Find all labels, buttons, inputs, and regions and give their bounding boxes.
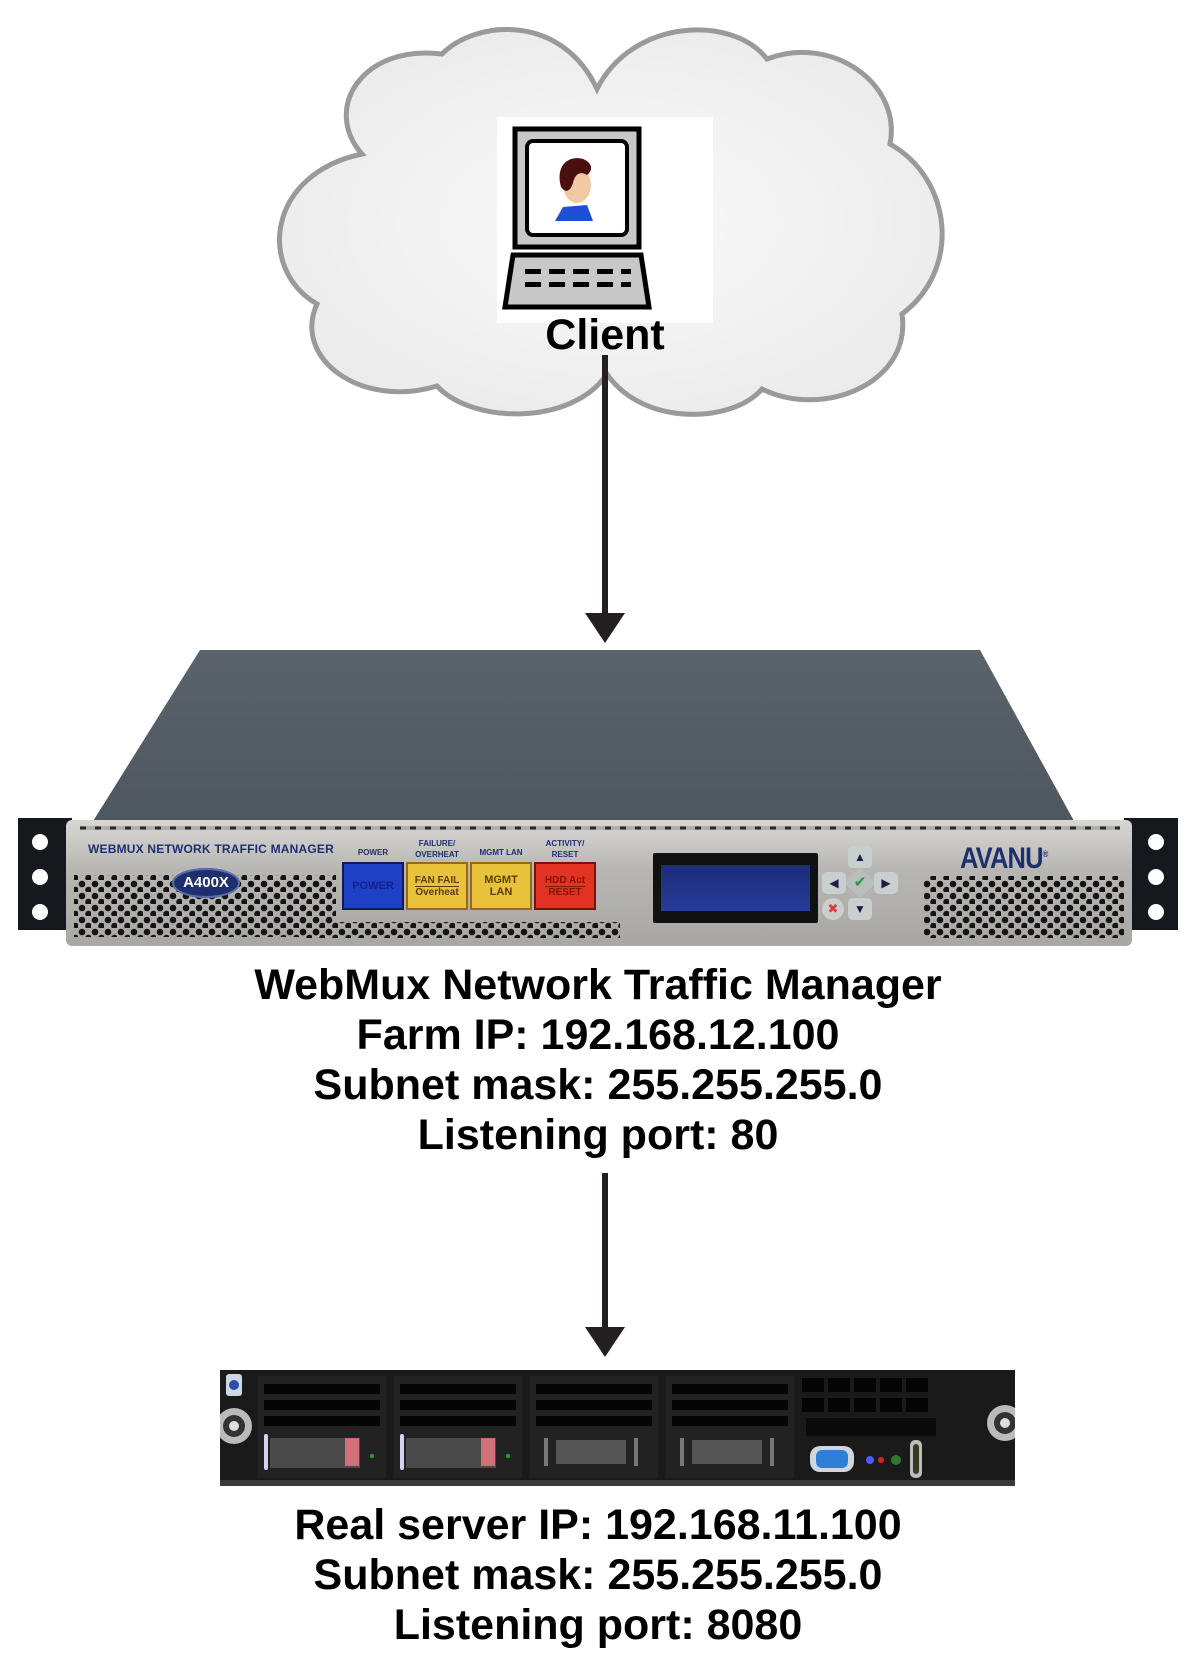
mgmt-lan-caption: MGMT LAN (479, 848, 523, 857)
reset-button-group: ACTIVITY/ RESET HDD Act RESET (534, 838, 596, 910)
brand-name: AVANU (960, 842, 1043, 875)
fan-fail-button[interactable]: FAN FAIL Overheat (406, 862, 468, 910)
mgmt-lan-button-group: MGMT LAN MGMT LAN (470, 838, 532, 910)
power-button-group: POWER POWER (342, 838, 404, 910)
webmux-listening-port: Listening port: 80 (417, 1111, 779, 1159)
mgmt-lan-button[interactable]: MGMT LAN (470, 862, 532, 910)
webmux-appliance (18, 650, 1178, 946)
power-caption: POWER (357, 848, 389, 857)
real-server-subnet-mask: Subnet mask: 255.255.255.0 (313, 1551, 883, 1599)
lan-text: LAN (489, 886, 513, 898)
overheat-text: Overheat (415, 886, 459, 898)
failure-overheat-caption: FAILURE/ OVERHEAT (415, 839, 459, 859)
registered-mark: ® (1042, 849, 1049, 859)
chassis-top (75, 650, 1090, 850)
real-server (220, 1370, 1015, 1486)
model-badge: A400X (172, 868, 240, 898)
webmux-info: WebMux Network Traffic Manager Farm IP: … (0, 960, 1196, 1160)
lcd-screen (661, 865, 810, 911)
hdd-act-text: HDD Act (544, 874, 586, 887)
nav-right-button[interactable]: ▶ (874, 872, 898, 894)
lcd-display (653, 853, 818, 923)
power-button[interactable]: POWER (342, 862, 404, 910)
reset-text: RESET (548, 886, 582, 898)
fan-fail-text: FAN FAIL (414, 874, 460, 887)
client-label: Client (545, 311, 665, 359)
check-icon: ✔ (853, 874, 867, 891)
arrow-webmux-to-server (585, 1173, 625, 1357)
panel-title: WEBMUX NETWORK TRAFFIC MANAGER (88, 842, 334, 856)
hdd-reset-button[interactable]: HDD Act RESET (534, 862, 596, 910)
nav-up-button[interactable]: ▲ (848, 846, 872, 868)
arrow-client-to-webmux (585, 355, 625, 643)
real-server-ip: Real server IP: 192.168.11.100 (294, 1501, 902, 1549)
webmux-subnet-mask: Subnet mask: 255.255.255.0 (313, 1061, 883, 1109)
nav-left-button[interactable]: ◀ (822, 872, 846, 894)
client-laptop (497, 117, 713, 323)
real-server-info: Real server IP: 192.168.11.100 Subnet ma… (0, 1500, 1196, 1650)
status-led-red (878, 1457, 884, 1463)
power-led-green (891, 1455, 901, 1465)
cancel-button[interactable]: ✖ (822, 898, 844, 920)
mgmt-text: MGMT (484, 874, 518, 886)
real-server-listening-port: Listening port: 8080 (393, 1601, 803, 1649)
activity-reset-caption: ACTIVITY/ RESET (545, 839, 585, 859)
user-avatar-icon (555, 158, 593, 221)
drive-bays (258, 1376, 794, 1478)
avanu-logo: AVANU® (960, 842, 1049, 876)
laptop-user-icon (502, 126, 652, 310)
nav-down-button[interactable]: ▼ (848, 898, 872, 920)
fan-fail-button-group: FAILURE/ OVERHEAT FAN FAIL Overheat (406, 838, 468, 910)
webmux-title: WebMux Network Traffic Manager (254, 961, 942, 1009)
farm-ip: Farm IP: 192.168.12.100 (356, 1011, 840, 1059)
status-led-blue (866, 1456, 874, 1464)
